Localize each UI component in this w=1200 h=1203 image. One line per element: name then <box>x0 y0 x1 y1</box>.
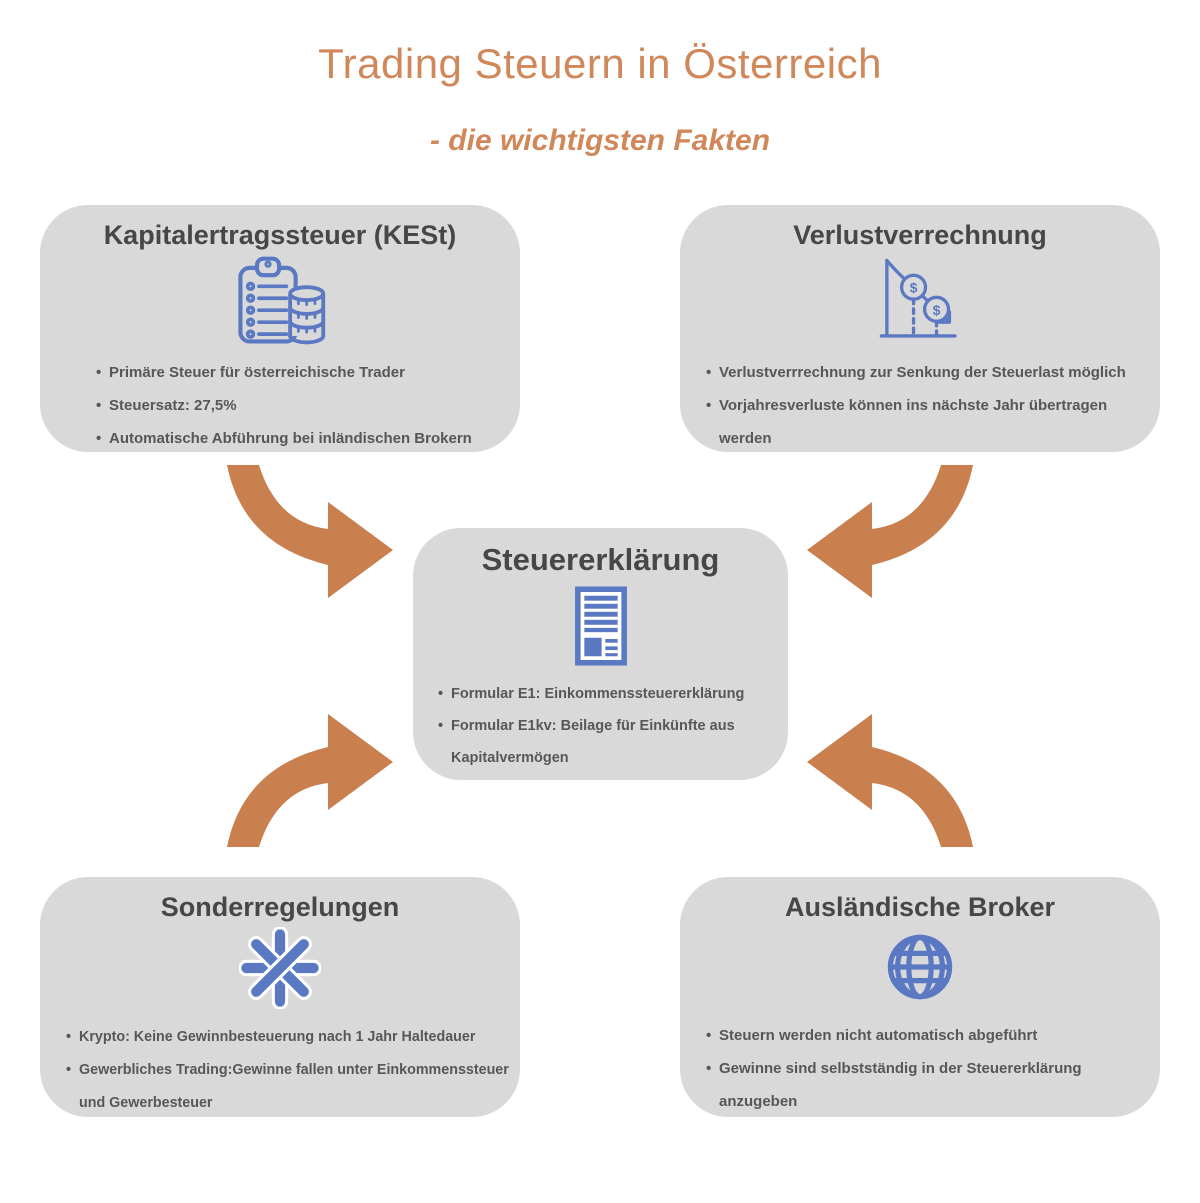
page-title: Trading Steuern in Österreich <box>318 40 882 87</box>
card-auslaendische-broker: Ausländische Broker Steuern werden nicht… <box>680 877 1160 1117</box>
card-title: Verlustverrechnung <box>793 220 1047 250</box>
bullet-item: Primäre Steuer für österreichische Trade… <box>95 356 516 389</box>
bullet-list: Steuern werden nicht automatisch abgefüh… <box>680 1019 1160 1118</box>
curved-arrow-top-right-icon <box>805 465 975 600</box>
svg-text:$: $ <box>910 281 918 296</box>
bullet-list: Krypto: Keine Gewinnbesteuerung nach 1 J… <box>40 1021 520 1120</box>
bullet-item: Verlustverrrechnung zur Senkung der Steu… <box>705 356 1156 389</box>
bullet-item: Formular E1kv: Beilage für Einkünfte aus… <box>437 710 784 774</box>
curved-arrow-top-left-icon <box>225 465 395 600</box>
page-subtitle: - die wichtigsten Fakten <box>429 124 771 157</box>
bullet-item: Automatische Abführung bei inländischen … <box>95 422 516 455</box>
card-title: Ausländische Broker <box>784 892 1056 922</box>
svg-text:$: $ <box>933 303 941 318</box>
card-sonderregelungen: Sonderregelungen Krypto: Keine Gewinnbes… <box>40 877 520 1117</box>
curved-arrow-bottom-left-icon <box>225 712 395 847</box>
bullet-item: Steuern werden nicht automatisch abgefüh… <box>705 1019 1156 1052</box>
globe-icon <box>680 927 1160 1007</box>
curved-arrow-bottom-right-icon <box>805 712 975 847</box>
bullet-item: Gewinne sind selbstständig in der Steuer… <box>705 1052 1156 1118</box>
card-title: Sonderregelungen <box>160 892 400 922</box>
card-steuererklaerung: Steuererklärung Formular E1: E <box>413 528 788 780</box>
card-title: Steuererklärung <box>481 542 720 577</box>
bullet-item: Gewerbliches Trading:Gewinne fallen unte… <box>65 1054 516 1120</box>
loss-chart-icon: $ $ <box>680 255 1160 347</box>
card-title: Kapitalertragssteuer (KESt) <box>103 220 457 250</box>
asterisk-icon <box>40 927 520 1009</box>
bullet-item: Krypto: Keine Gewinnbesteuerung nach 1 J… <box>65 1021 516 1054</box>
bullet-list: Formular E1: Einkommenssteuererklärung F… <box>413 678 788 774</box>
bullet-item: Formular E1: Einkommenssteuererklärung <box>437 678 784 710</box>
clipboard-coins-icon <box>40 255 520 347</box>
bullet-item: Steuersatz: 27,5% <box>95 389 516 422</box>
bullet-list: Verlustverrrechnung zur Senkung der Steu… <box>680 356 1160 455</box>
card-kapitalertragssteuer: Kapitalertragssteuer (KESt) <box>40 205 520 455</box>
bullet-list: Primäre Steuer für österreichische Trade… <box>40 356 520 455</box>
card-verlustverrechnung: Verlustverrechnung $ $ Verlustverrrechnu… <box>680 205 1160 452</box>
bullet-item: Vorjahresverluste können ins nächste Jah… <box>705 389 1156 455</box>
tax-form-icon <box>413 584 788 668</box>
